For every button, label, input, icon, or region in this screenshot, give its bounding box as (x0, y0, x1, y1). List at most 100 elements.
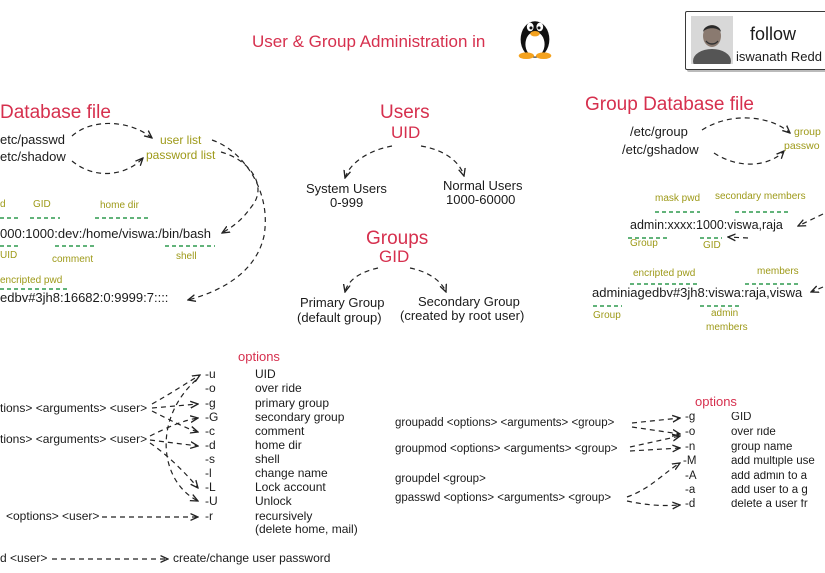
passwd-field-label: GID (33, 199, 51, 210)
user-option-desc: change name (255, 466, 328, 480)
user-option-note: (delete home, mail) (255, 522, 358, 536)
user-options-title: options (238, 349, 280, 364)
user-option-flag: -l (205, 466, 212, 480)
dashed-arrow (811, 287, 824, 292)
groupadd-command: groupadd <options> <arguments> <group> (395, 417, 615, 429)
tux-penguin-icon (518, 21, 552, 60)
dashed-arrow (629, 436, 680, 448)
dashed-arrow (151, 404, 198, 409)
dashed-arrow (798, 213, 824, 226)
dashed-arrow (631, 426, 680, 434)
user-option-flag: -G (205, 410, 219, 424)
group-field-label: secondary members (715, 191, 806, 202)
gshadow-field-label: Group (593, 310, 621, 321)
system-users-range: 0-999 (330, 195, 364, 210)
user-option-flag: -s (205, 452, 215, 466)
passwd-file: etc/passwd (0, 132, 66, 147)
group-db-title: Group Database file (585, 94, 754, 115)
user-option-desc: over ride (255, 381, 302, 395)
group-field-label: mask pwd (655, 193, 701, 204)
user-option-desc: Lock account (255, 480, 326, 494)
group-option-desc: add user to a g (731, 485, 808, 496)
user-option-desc: UID (255, 367, 276, 381)
primary-group-label: Primary Group (300, 295, 385, 310)
normal-users-label: Normal Users (443, 178, 523, 193)
user-list-label: user list (160, 133, 202, 147)
group-entry-line: admin:xxxx:1000:viswa,raja (630, 218, 783, 232)
user-option-desc: home dir (255, 438, 302, 452)
user-option-flag: -u (205, 367, 216, 381)
passwd-field-label: comment (52, 254, 94, 265)
group-file: /etc/group (630, 124, 688, 139)
secondary-group-label: Secondary Group (418, 294, 520, 309)
user-db-title: Database file (0, 102, 111, 123)
system-users-label: System Users (306, 181, 387, 196)
user-option-desc: primary group (255, 396, 330, 410)
gshadow-field-label: members (757, 266, 799, 277)
dashed-arrow (151, 375, 200, 405)
dashed-arrow (626, 463, 680, 498)
dashed-arrow (345, 145, 393, 178)
group-option-desc: over ride (731, 427, 776, 438)
user-option-flag: -o (205, 381, 216, 395)
group-option-flag: -n (685, 441, 696, 453)
dashed-arrow (409, 267, 446, 292)
shadow-file: etc/shadow (0, 149, 66, 164)
dashed-arrow (71, 158, 143, 174)
dashed-arrow (420, 145, 464, 176)
gshadow-field-label: encripted pwd (633, 268, 696, 279)
group-list-label: group (794, 126, 821, 138)
user-option-flag: -r (205, 509, 213, 523)
shadow-entry-line: edbv#3jh8:16682:0:9999:7:::: (0, 290, 169, 305)
passwd-field-label: d (0, 199, 6, 210)
dashed-arrow (71, 122, 152, 138)
gshadow-file: /etc/gshadow (622, 142, 699, 157)
group-option-flag: -d (685, 498, 696, 510)
group-option-flag: -M (683, 455, 697, 467)
passwd-field-label: UID (0, 250, 18, 261)
primary-group-note: (default group) (297, 310, 382, 325)
gshadow-field-label: admin (711, 308, 739, 319)
group-option-desc: add multiple use (731, 456, 815, 467)
normal-users-range: 1000-60000 (446, 192, 516, 207)
dashed-arrow (345, 267, 379, 292)
useradd-command: tions> <arguments> <user> (0, 401, 148, 415)
group-option-flag: -o (685, 426, 696, 438)
dashed-arrow (631, 418, 680, 424)
group-password-label: passwo (784, 140, 820, 152)
follow-card: follow iswanath Redd (685, 10, 825, 72)
group-field-label: Group (630, 238, 658, 249)
user-option-flag: -L (205, 480, 216, 494)
groups-id-label: GID (379, 247, 410, 266)
dashed-arrow (149, 442, 198, 488)
user-option-desc: comment (255, 424, 305, 438)
passwd-field-label: shell (176, 251, 197, 262)
gpasswd-command: gpasswd <options> <arguments> <group> (395, 492, 612, 504)
group-option-desc: delete a user fr (731, 499, 808, 510)
dashed-arrow (701, 117, 790, 133)
user-option-desc: secondary group (255, 410, 345, 424)
passwd-field-label: home dir (100, 200, 139, 211)
password-list-label: password list (146, 148, 216, 162)
user-option-desc: recursively (255, 509, 313, 523)
page-title: User & Group Administration in (252, 32, 486, 51)
groupdel-command: groupdel <group> (395, 473, 486, 485)
gshadow-field-label: members (706, 322, 748, 333)
shadow-field-label: encripted pwd (0, 275, 63, 286)
user-option-flag: -c (205, 424, 215, 438)
secondary-group-note: (created by root user) (400, 308, 525, 323)
passwd-command: d <user> (0, 551, 48, 565)
user-option-flag: -d (205, 438, 216, 452)
dashed-arrow (188, 139, 266, 300)
person-photo-icon (691, 16, 733, 64)
group-option-flag: -a (685, 484, 696, 496)
users-title: Users (380, 102, 430, 123)
passwd-command-result: create/change user password (173, 551, 331, 565)
group-option-desc: GID (731, 412, 752, 423)
dashed-arrow (728, 237, 749, 238)
dashed-arrow (626, 500, 680, 506)
user-option-flag: -g (205, 396, 216, 410)
group-field-label: GID (703, 240, 721, 251)
userdel-command: <options> <user> (6, 509, 100, 523)
